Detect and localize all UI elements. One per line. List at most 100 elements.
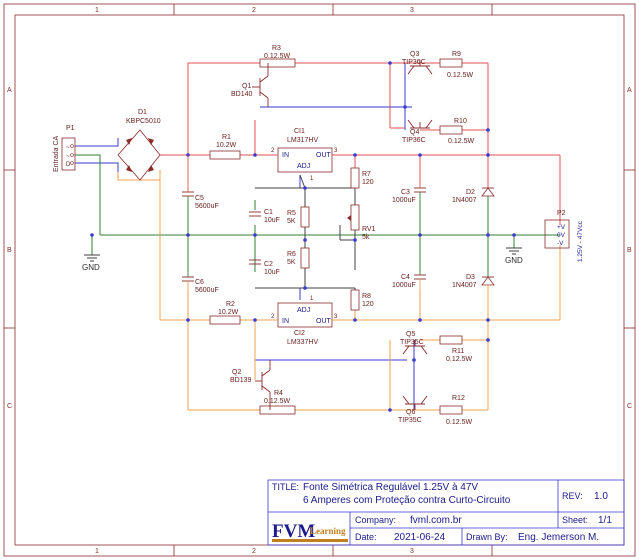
p1-name: Entrada CA xyxy=(53,135,60,172)
gnd-label-right: GND xyxy=(505,256,523,265)
c1-ref: C1 xyxy=(264,209,273,216)
q2-ref: Q2 xyxy=(232,369,241,376)
sheet-frame xyxy=(3,3,636,557)
resistor-r11: R11 0.12.5W xyxy=(439,335,472,363)
q3-ref: Q3 xyxy=(410,51,419,58)
c4-ref: C4 xyxy=(401,274,410,281)
ci1-pin-adj: ADJ xyxy=(297,163,310,170)
sheet-label: Sheet: xyxy=(562,515,588,525)
transistor-q6: Q6 TIP35C xyxy=(398,395,428,424)
col-label-2-bottom: 2 xyxy=(252,548,256,555)
capacitor-c3: C3 1000uF xyxy=(392,186,426,204)
c3-ref: C3 xyxy=(401,189,410,196)
rv1-value: 5k xyxy=(362,234,370,241)
r8-value: 120 xyxy=(362,301,374,308)
ci2-value: LM337HV xyxy=(287,339,318,346)
ci1-value: LM317HV xyxy=(287,137,318,144)
c5-value: 5600uF xyxy=(195,203,219,210)
p2-ref: P2 xyxy=(557,210,566,217)
resistor-r12: R12 0.12.5W xyxy=(439,395,472,426)
r3-ref: R3 xyxy=(272,45,281,52)
q2-value: BD139 xyxy=(230,377,252,384)
gnd-symbol-left: GND xyxy=(82,254,100,272)
d3-value: 1N4007 xyxy=(452,282,477,289)
title-block xyxy=(267,479,625,546)
rv1-ref: RV1 xyxy=(362,226,376,233)
col-label-1-bottom: 1 xyxy=(95,548,99,555)
ci1-ref: CI1 xyxy=(294,128,305,135)
r1-ref: R1 xyxy=(222,134,231,141)
ci1-pin3: 3 xyxy=(334,148,338,154)
gnd-symbol-right: GND xyxy=(505,247,523,265)
r12-ref: R12 xyxy=(452,395,465,402)
ci2-pin1: 1 xyxy=(310,296,314,302)
d1-ref: D1 xyxy=(138,109,147,116)
logo-underline xyxy=(272,539,348,542)
p2-name: 1.25V - 47Vcc xyxy=(577,220,584,262)
company-label: Company: xyxy=(355,515,396,525)
d2-value: 1N4007 xyxy=(452,197,477,204)
d1-value: KBPC5010 xyxy=(126,118,161,125)
logo-sub: Learning xyxy=(310,526,346,536)
transistor-q4: Q4 TIP36C xyxy=(402,119,433,144)
ci1-pin1: 1 xyxy=(310,176,314,182)
rev-value: 1.0 xyxy=(594,491,608,502)
p2-pin1: +V xyxy=(557,224,566,231)
col-label-3-bottom: 3 xyxy=(410,548,414,555)
r1-value: 10.2W xyxy=(216,142,237,149)
q1-ref: Q1 xyxy=(242,83,251,90)
r5-value: 5K xyxy=(287,218,296,225)
r7-value: 120 xyxy=(362,179,374,186)
r3-value: 0.12.5W xyxy=(264,53,290,60)
p2-pin2: 0V xyxy=(557,232,566,239)
drawn-label: Drawn By: xyxy=(466,532,508,542)
r11-value: 0.12.5W xyxy=(446,356,472,363)
resistor-r4: R4 0.12.5W xyxy=(259,390,296,415)
d2-ref: D2 xyxy=(466,189,475,196)
logo-main: FVM xyxy=(272,521,315,542)
r11-ref: R11 xyxy=(452,348,464,355)
sheet-value: 1/1 xyxy=(598,515,612,526)
r6-value: 5K xyxy=(287,259,296,266)
r8-ref: R8 xyxy=(362,293,371,300)
c3-value: 1000uF xyxy=(392,197,416,204)
p1-pin3: D xyxy=(66,162,71,168)
r6-ref: R6 xyxy=(287,251,296,258)
r9-ref: R9 xyxy=(452,51,461,58)
company-value: fvml.com.br xyxy=(410,515,462,526)
r9-value: 0.12.5W xyxy=(447,72,473,79)
row-label-c: C xyxy=(7,403,12,410)
resistor-r3: R3 0.12.5W xyxy=(259,45,296,68)
transistor-q1: Q1 BD140 xyxy=(231,63,269,107)
wires-green xyxy=(75,154,560,272)
c4-value: 1000uF xyxy=(392,282,416,289)
q6-value: TIP35C xyxy=(398,417,422,424)
wires-blue xyxy=(75,63,415,410)
drawn-value: Eng. Jemerson M. xyxy=(518,532,599,543)
ci2-pin-out: OUT xyxy=(316,318,332,325)
title-line2: 6 Amperes com Proteção contra Curto-Circ… xyxy=(303,495,511,506)
date-value: 2021-06-24 xyxy=(394,532,446,543)
wires-orange xyxy=(117,170,561,411)
c6-value: 5600uF xyxy=(195,287,219,294)
r2-value: 10.2W xyxy=(218,309,239,316)
c1-value: 10uF xyxy=(264,217,280,224)
q4-ref: Q4 xyxy=(410,129,419,136)
resistor-r10: R10 0.12.5W xyxy=(439,118,474,145)
capacitor-c5: C5 5600uF xyxy=(182,155,219,210)
capacitor-c2: C2 10uF xyxy=(249,259,280,276)
p1-ref: P1 xyxy=(66,125,75,132)
frame-labels: 1 2 3 1 2 3 A B C A B C xyxy=(7,7,632,555)
q5-ref: Q5 xyxy=(406,331,415,338)
p2-pin3: -V xyxy=(557,240,564,247)
ci2-pin3: 3 xyxy=(334,314,338,320)
ci1-pin2: 2 xyxy=(271,148,275,154)
regulator-ci2: CI2 LM337HV IN OUT ADJ 2 3 1 xyxy=(270,296,338,346)
r7-ref: R7 xyxy=(362,171,371,178)
q6-ref: Q6 xyxy=(406,409,415,416)
c2-value: 10uF xyxy=(264,269,280,276)
resistor-r8: R8 120 xyxy=(350,289,374,311)
ci1-pin-out: OUT xyxy=(316,152,332,159)
resistor-r7: R7 120 xyxy=(350,167,374,189)
